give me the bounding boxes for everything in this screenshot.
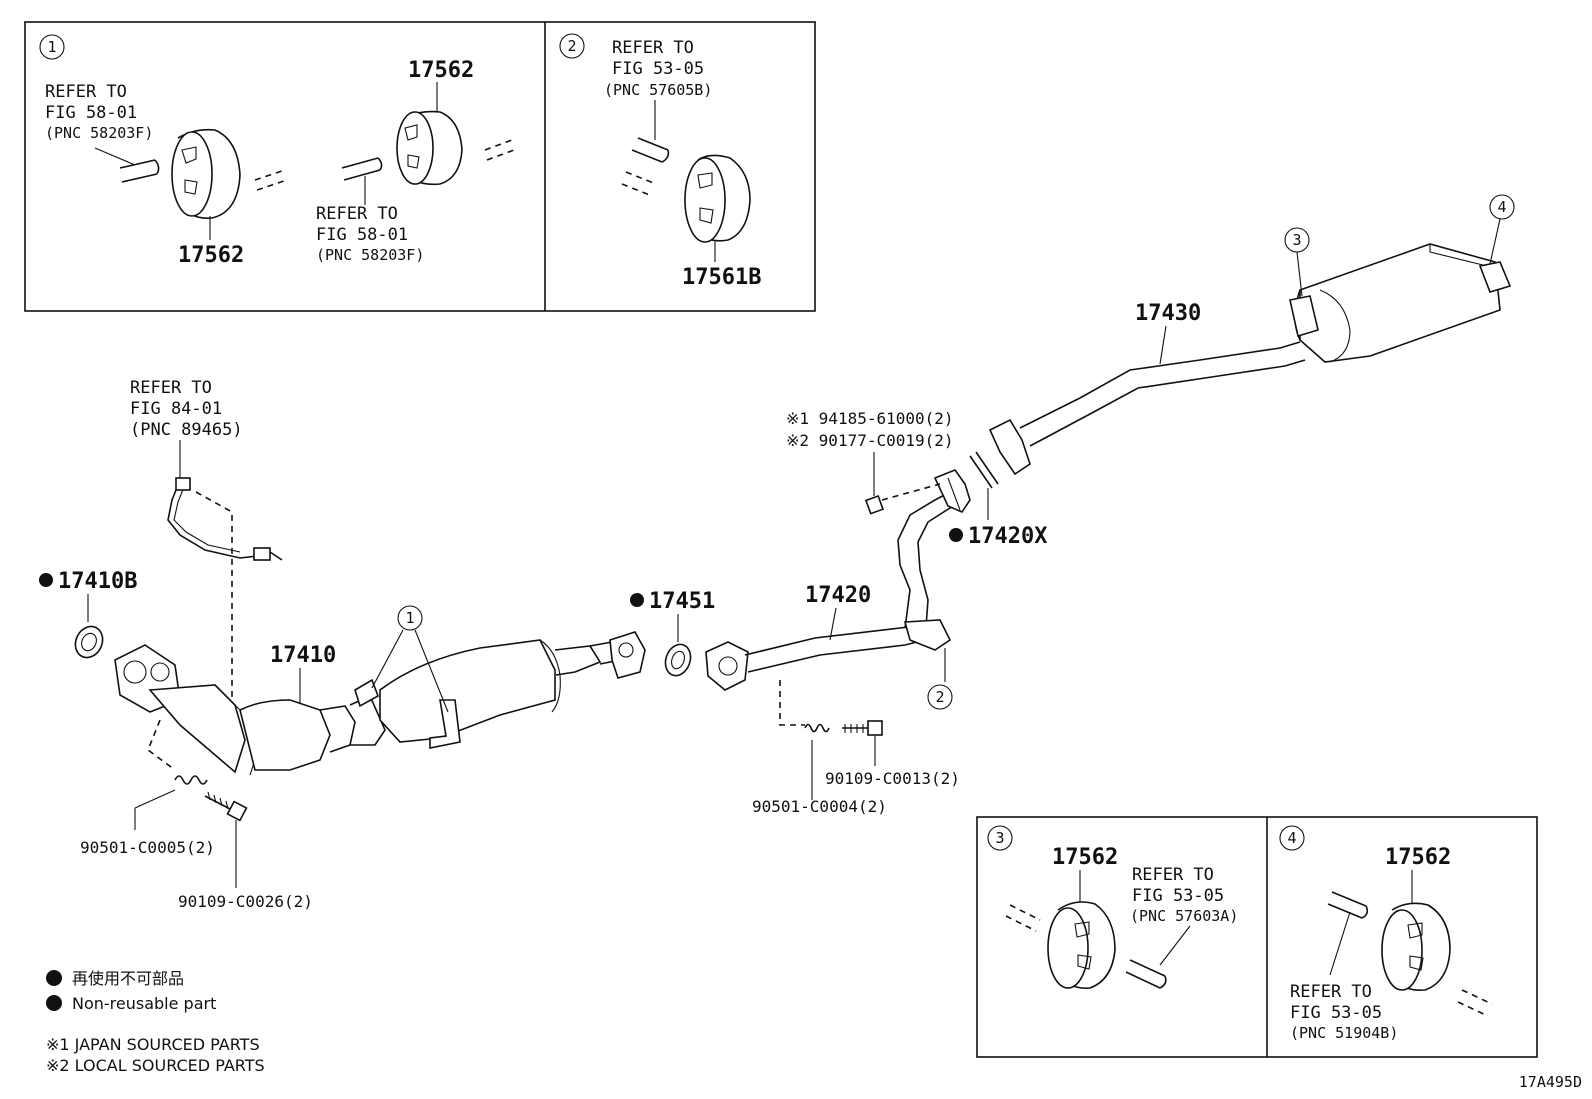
mid-fasteners: 90501-C0004(2) 90109-C0013(2) — [752, 680, 960, 816]
legend-note-1: ※1 JAPAN SOURCED PARTS — [46, 1035, 260, 1054]
inset-1-part-b: 17562 — [178, 243, 244, 268]
rubber-hanger-icon — [396, 110, 463, 186]
nut-2-label: ※2 90177-C0019(2) — [786, 431, 954, 450]
inset-3-ref-line3: (PNC 57603A) — [1130, 907, 1238, 925]
sensor-harness-icon — [167, 477, 283, 561]
center-pipe-assembly: 17420 2 — [705, 469, 971, 710]
non-reusable-marker-icon — [630, 593, 644, 607]
inset-4-ref-line1: REFER TO — [1290, 982, 1372, 1002]
sensor-ref-line1: REFER TO — [130, 378, 212, 398]
rubber-hanger-icon — [1381, 902, 1451, 992]
rubber-hanger-icon — [171, 128, 241, 220]
inset-2-ref-line1: REFER TO — [612, 38, 694, 58]
inset-1: 1 REFER TO FIG 58-01 (PNC 58203F) 17562 … — [39, 34, 515, 268]
hanger-rod-icon — [1125, 959, 1167, 989]
hanger-rod-icon — [1327, 891, 1369, 919]
inset-3: 3 17562 REFER TO FIG 53-05 (PNC 57603A) — [987, 825, 1238, 990]
gasket-mid-label: 17451 — [649, 589, 715, 614]
center-pipe-label: 17420 — [805, 583, 871, 608]
front-pipe-label: 17410 — [270, 643, 336, 668]
nut-1-label: ※1 94185-61000(2) — [786, 409, 954, 428]
bolt-icon — [842, 720, 883, 736]
hanger-rod-icon — [94, 147, 160, 183]
inset-4: 4 17562 REFER TO FIG 53-05 (PNC 51904B) — [1279, 825, 1493, 1042]
inset-3-number-circle — [987, 825, 1013, 851]
inset-1-ref-b-line2: FIG 58-01 — [316, 225, 408, 245]
hanger-rod-icon — [341, 157, 383, 205]
callout-2-circle — [927, 684, 953, 710]
inset-3-part: 17562 — [1052, 845, 1118, 870]
hanger-bracket-icon — [903, 619, 952, 651]
callout-4: 4 — [1497, 198, 1506, 216]
inset-1-part-a: 17562 — [408, 58, 474, 83]
inset-3-ref-line2: FIG 53-05 — [1132, 886, 1224, 906]
inset-1-ref-a-line1: REFER TO — [45, 82, 127, 102]
non-reusable-marker-icon — [46, 995, 62, 1011]
rubber-hanger-icon — [1289, 295, 1319, 338]
inset-2-ref-line2: FIG 53-05 — [612, 59, 704, 79]
spring-front-label: 90501-C0005(2) — [80, 838, 215, 857]
inset-3-ref-line1: REFER TO — [1132, 865, 1214, 885]
inset-2-number: 2 — [567, 37, 576, 55]
spring-icon — [174, 775, 208, 785]
sensor-ref-line3: (PNC 89465) — [130, 420, 243, 440]
non-reusable-marker-icon — [46, 970, 62, 986]
inset-2-number-circle — [559, 33, 585, 59]
callout-1: 1 — [405, 609, 414, 627]
callout-4-circle — [1489, 194, 1515, 220]
inset-1-ref-b-line1: REFER TO — [316, 204, 398, 224]
inset-4-number: 4 — [1287, 829, 1296, 847]
inset-2: 2 REFER TO FIG 53-05 (PNC 57605B) 17561B — [559, 33, 761, 290]
rubber-hanger-icon — [684, 154, 751, 243]
hanger-bracket-icon — [429, 699, 461, 749]
callout-3: 3 — [1292, 231, 1301, 249]
inset-2-part: 17561B — [682, 265, 761, 290]
inset-1-2-frame — [24, 21, 816, 312]
gasket-rear: 17420X — [949, 451, 1047, 549]
front-pipe-assembly: 17410 1 — [114, 605, 646, 776]
gasket-mid: 17451 — [630, 589, 715, 677]
legend-note-2: ※2 LOCAL SOURCED PARTS — [46, 1056, 265, 1075]
non-reusable-marker-icon — [949, 528, 963, 542]
legend: 再使用不可部品 Non-reusable part ※1 JAPAN SOURC… — [46, 969, 265, 1075]
inset-4-part: 17562 — [1385, 845, 1451, 870]
oxygen-sensor: REFER TO FIG 84-01 (PNC 89465) — [130, 378, 283, 712]
rubber-hanger-icon — [1047, 901, 1116, 990]
flange-nut: ※1 94185-61000(2) ※2 90177-C0019(2) — [786, 409, 954, 515]
tail-pipe-label: 17430 — [1135, 301, 1201, 326]
callout-1-circle — [397, 605, 423, 631]
gasket-front: 17410B — [39, 569, 137, 659]
spring-mid-label: 90501-C0004(2) — [752, 797, 887, 816]
gasket-front-label: 17410B — [58, 569, 137, 594]
front-fasteners: 90501-C0005(2) 90109-C0026(2) — [80, 719, 313, 911]
inset-1-ref-b-line3: (PNC 58203F) — [316, 246, 424, 264]
callout-2: 2 — [935, 688, 944, 706]
inset-1-ref-a-line2: FIG 58-01 — [45, 103, 137, 123]
gasket-rear-label: 17420X — [968, 524, 1047, 549]
bolt-mid-label: 90109-C0013(2) — [825, 769, 960, 788]
figure-id: 17A495D — [1519, 1073, 1582, 1091]
inset-3-number: 3 — [995, 829, 1004, 847]
inset-1-ref-a-line3: (PNC 58203F) — [45, 124, 153, 142]
inset-2-ref-line3: (PNC 57605B) — [604, 81, 712, 99]
inset-1-number: 1 — [47, 38, 56, 56]
non-reusable-marker-icon — [39, 573, 53, 587]
tail-pipe-assembly: 17430 3 4 — [988, 194, 1515, 476]
inset-4-ref-line3: (PNC 51904B) — [1290, 1024, 1398, 1042]
inset-4-number-circle — [1279, 825, 1305, 851]
hanger-rod-icon — [631, 137, 670, 163]
inset-4-ref-line2: FIG 53-05 — [1290, 1003, 1382, 1023]
hanger-bracket-icon — [1478, 261, 1512, 293]
bolt-icon — [204, 791, 248, 822]
inset-3-4-frame — [976, 816, 1538, 1058]
legend-nonreusable-jp: 再使用不可部品 — [72, 969, 184, 988]
nut-icon — [864, 495, 884, 515]
spring-icon — [804, 723, 830, 733]
sensor-ref-line2: FIG 84-01 — [130, 399, 222, 419]
legend-nonreusable-en: Non-reusable part — [72, 994, 216, 1013]
bolt-front-label: 90109-C0026(2) — [178, 892, 313, 911]
inset-1-number-circle — [39, 34, 65, 60]
